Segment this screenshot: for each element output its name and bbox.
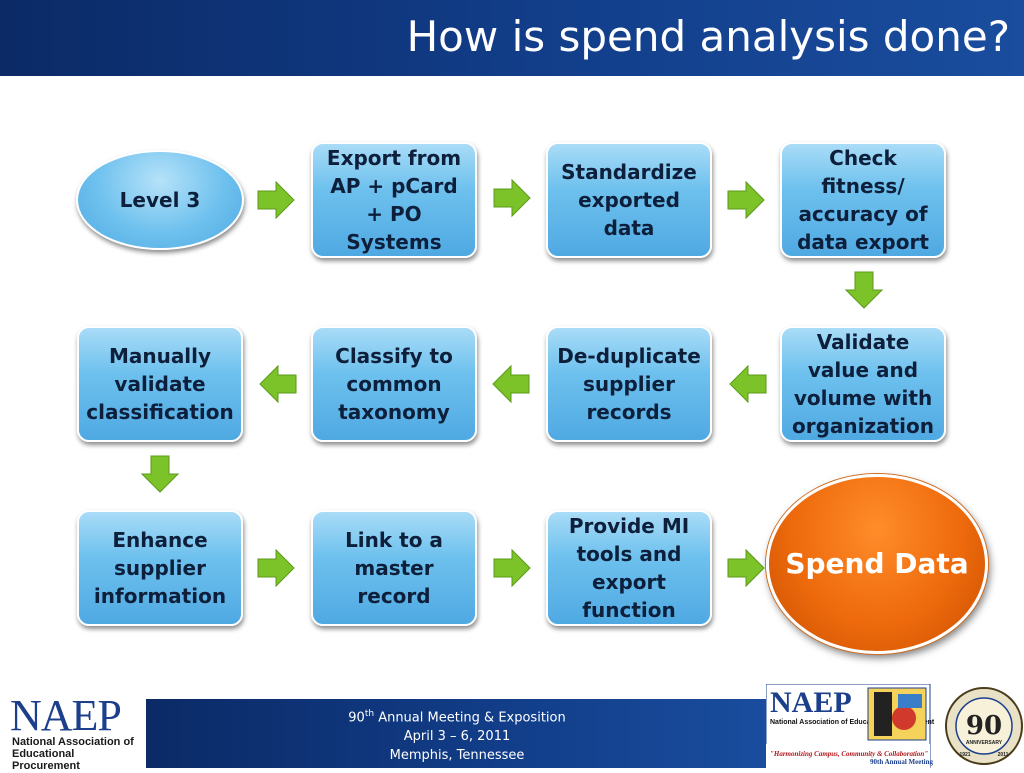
footer-band: 90th Annual Meeting & Exposition April 3…: [146, 699, 768, 768]
step-label: Enhance supplier information: [93, 528, 227, 608]
naep-logo-subtitle-line2: Educational Procurement: [12, 748, 80, 772]
title-bar: How is spend analysis done?: [0, 0, 1024, 76]
step-label: Validate value and volume with organizat…: [791, 330, 935, 438]
footer-line-2: April 3 – 6, 2011: [403, 729, 511, 745]
meeting-logo-subtitle: National Association of Educational Proc…: [770, 719, 935, 726]
step-label: Standardize exported data: [561, 160, 697, 240]
footer-event: Annual Meeting & Exposition: [378, 710, 566, 726]
arrow-right-icon: [493, 178, 531, 218]
step-classify: Classify to common taxonomy: [311, 326, 477, 442]
seal-year-left: 1921: [959, 752, 970, 758]
step-check-fitness: Check fitness/ accuracy of data export: [780, 142, 946, 258]
seal-number: 90: [966, 711, 1002, 741]
naep-logo-text: NAEP: [10, 691, 122, 740]
arrow-down-icon: [140, 455, 180, 493]
meeting-logo: NAEP National Association of Educational…: [765, 683, 1024, 769]
arrow-left-icon: [492, 364, 530, 404]
arrow-left-icon: [729, 364, 767, 404]
level-3-label: Level 3: [119, 188, 201, 212]
step-label: Manually validate classification: [86, 344, 234, 424]
step-export: Export from AP + pCard + PO Systems: [311, 142, 477, 258]
step-label: Classify to common taxonomy: [335, 344, 453, 424]
spend-data-label: Spend Data: [785, 547, 969, 580]
arrow-down-icon: [844, 271, 884, 309]
step-label: Export from AP + pCard + PO Systems: [326, 146, 462, 254]
arrow-right-icon: [727, 180, 765, 220]
meeting-slogan: "Harmonizing Campus, Community & Collabo…: [770, 750, 928, 758]
naep-logo-subtitle-line1: National Association of: [12, 736, 134, 748]
step-link-master: Link to a master record: [311, 510, 477, 626]
spend-data-node: Spend Data: [766, 474, 988, 654]
step-label: De-duplicate supplier records: [557, 344, 701, 424]
step-label: Provide MI tools and export function: [568, 514, 690, 622]
arrow-right-icon: [257, 548, 295, 588]
step-provide-mi: Provide MI tools and export function: [546, 510, 712, 626]
step-manually-validate: Manually validate classification: [77, 326, 243, 442]
level-3-node: Level 3: [76, 150, 244, 250]
seal-label: ANNIVERSARY: [966, 740, 1003, 746]
step-label: Check fitness/ accuracy of data export: [797, 146, 929, 254]
step-validate-value: Validate value and volume with organizat…: [780, 326, 946, 442]
step-standardize: Standardize exported data: [546, 142, 712, 258]
footer-line-3: Memphis, Tennessee: [389, 748, 525, 764]
footer-text: 90th Annual Meeting & Exposition April 3…: [146, 705, 768, 765]
arrow-right-icon: [493, 548, 531, 588]
arrow-right-icon: [257, 180, 295, 220]
step-label: Link to a master record: [345, 528, 443, 608]
step-enhance-supplier: Enhance supplier information: [77, 510, 243, 626]
arrow-left-icon: [259, 364, 297, 404]
slide-title: How is spend analysis done?: [406, 12, 1010, 61]
seal-year-right: 2011: [998, 752, 1009, 758]
footer-ordinal: th: [364, 709, 375, 719]
meeting-logo-name: NAEP: [770, 686, 852, 719]
arrow-right-icon: [727, 548, 765, 588]
meeting-logo-graphic: NAEP National Association of Educational…: [765, 683, 1023, 769]
footer-number: 90: [348, 710, 365, 726]
footer-line-1: 90th Annual Meeting & Exposition: [146, 705, 768, 727]
meeting-label: 90th Annual Meeting: [870, 758, 934, 766]
step-deduplicate: De-duplicate supplier records: [546, 326, 712, 442]
